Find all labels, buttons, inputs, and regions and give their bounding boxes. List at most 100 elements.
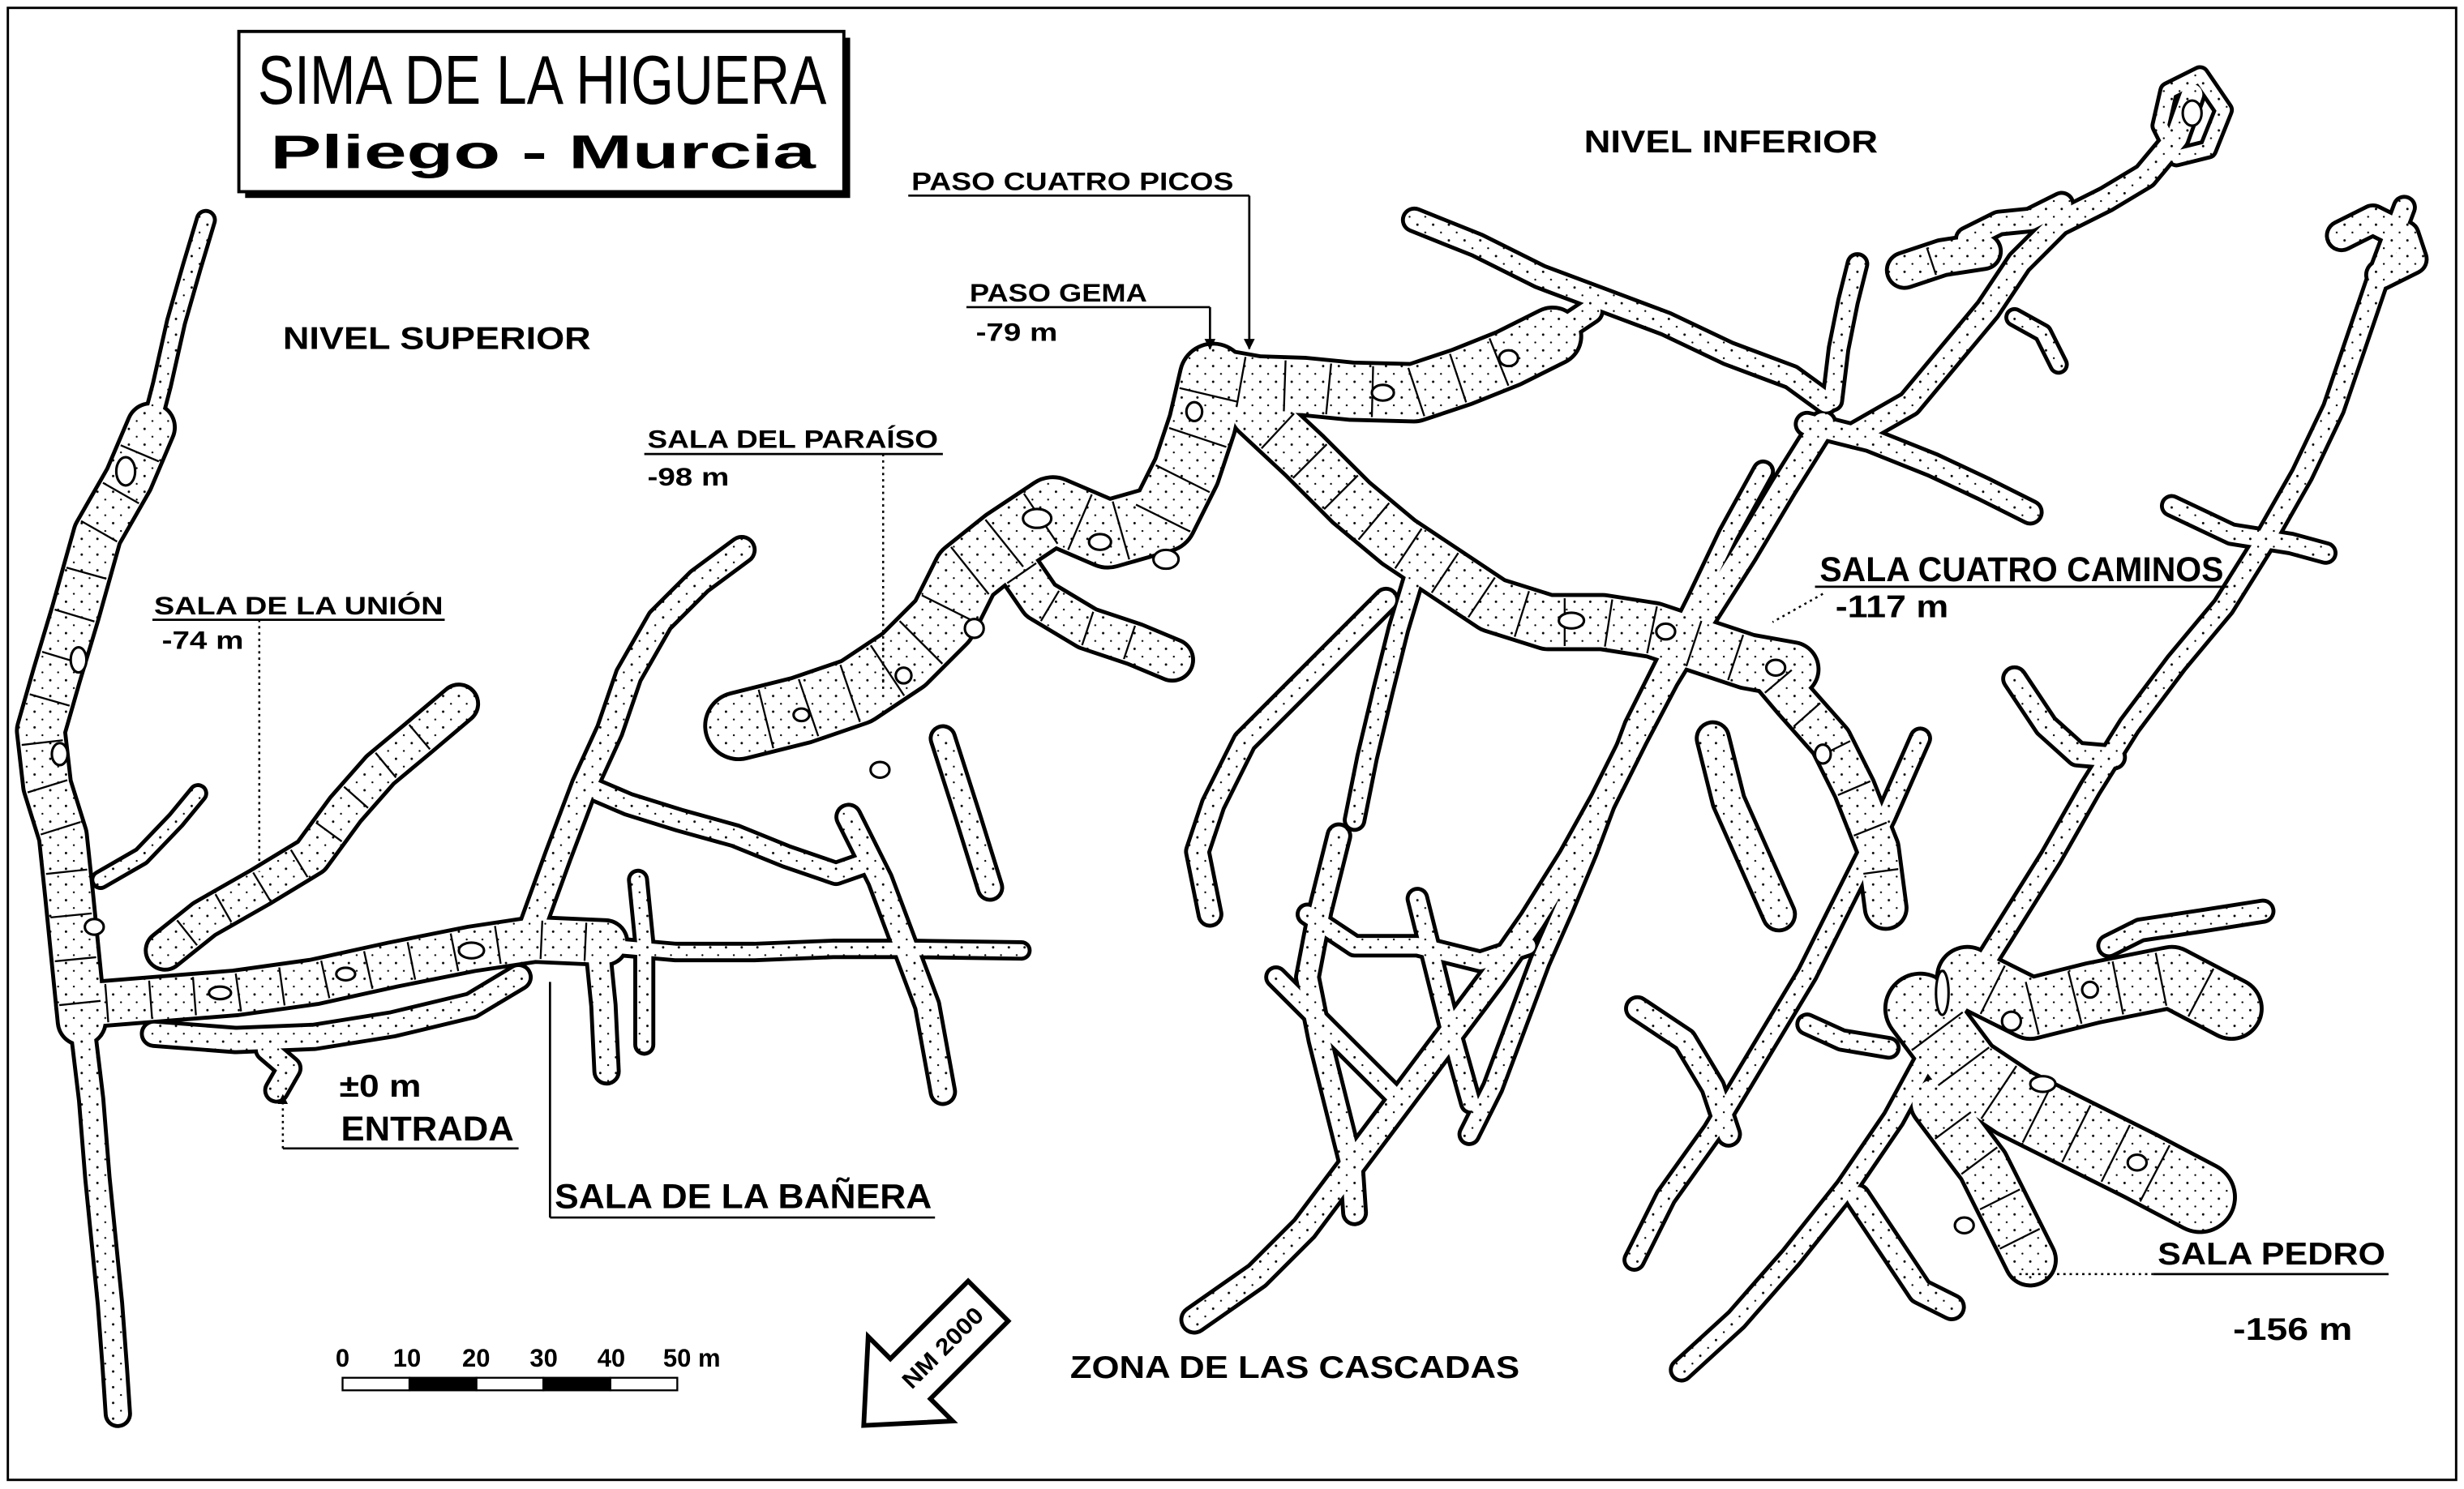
callout-paso-gema: PASO GEMA -79 m — [966, 279, 1216, 350]
boulder — [792, 707, 811, 723]
block-outline — [984, 519, 1024, 567]
callout-sala-pedro: SALA PEDRO -156 m — [2019, 1237, 2389, 1347]
passage-floor-union-spur — [94, 787, 204, 887]
boulder — [1935, 969, 1950, 1016]
callout-sala-banera: SALA DE LA BAÑERA — [548, 982, 936, 1219]
block-outline — [1357, 502, 1391, 541]
label-sala-union: SALA DE LA UNIÓN — [154, 591, 444, 620]
passage-floor-cascadas-cross — [1299, 906, 1536, 969]
label-sala-pedro: SALA PEDRO — [2158, 1237, 2385, 1272]
label-sala-banera: SALA DE LA BAÑERA — [555, 1177, 932, 1216]
passage-floor-cascadas-east — [1409, 890, 1479, 1111]
depth-entrada: ±0 m — [340, 1069, 422, 1104]
passage-floor-entrance-passage — [144, 966, 529, 1050]
passage-floor-paraiso-south — [838, 807, 953, 1102]
block-outline — [54, 956, 96, 963]
scale-label-20: 20 — [462, 1344, 490, 1372]
passage-floor-pedro-room-c — [1912, 1079, 2055, 1284]
block-outline — [1853, 821, 1888, 836]
block-outline — [1283, 360, 1287, 412]
passage-floor-west-shaft-mid — [19, 405, 174, 1043]
block-outline — [1407, 367, 1425, 417]
passage-floor-cuatro-caminos-south-2 — [1699, 724, 1793, 929]
passage-floor-banera-east — [576, 777, 881, 883]
block-outline — [583, 922, 588, 961]
title-box: SIMA DE LA HIGUERA Pliego - Murcia — [237, 29, 851, 199]
block-outline — [1980, 1065, 2017, 1119]
scale-segment — [475, 1376, 545, 1392]
boulder — [84, 918, 105, 936]
passage-floor-mid-branch-2 — [1799, 1016, 1897, 1056]
block-outline — [1325, 363, 1332, 415]
block-outline — [320, 960, 331, 999]
boulder — [457, 941, 486, 960]
block-outline — [1039, 590, 1061, 622]
block-outline — [80, 520, 118, 543]
depth-sala-paraiso: -98 m — [648, 463, 730, 491]
boulder — [1953, 1216, 1975, 1235]
callout-sala-union: SALA DE LA UNIÓN -74 m — [152, 591, 445, 872]
block-outline — [1323, 474, 1359, 510]
block-outline — [1067, 494, 1093, 550]
depth-sala-cuatro-caminos: -117 m — [1836, 590, 1949, 625]
cave-floor — [19, 69, 2425, 1424]
boulder — [2181, 99, 2203, 127]
scale-label-10: 10 — [393, 1344, 421, 1372]
label-nivel-inferior: NIVEL INFERIOR — [1584, 125, 1878, 160]
passage-floor-pedro-north — [2100, 902, 2272, 955]
block-outline — [2025, 982, 2040, 1035]
block-outline — [1979, 1188, 2020, 1211]
callout-sala-cuatro-caminos: SALA CUATRO CAMINOS -117 m — [1772, 550, 2229, 625]
scale-label-0: 0 — [336, 1344, 349, 1372]
block-outline — [191, 977, 197, 1016]
boulder — [894, 666, 913, 685]
passage-floor-northeast-branch — [1844, 83, 2203, 446]
boulder — [1498, 349, 1519, 368]
boulder — [1185, 400, 1204, 422]
scale-bar: 0 10 20 30 40 50 m — [336, 1344, 721, 1392]
north-arrow-icon — [861, 1277, 1012, 1428]
block-outline — [1155, 464, 1211, 494]
block-outline — [1646, 605, 1658, 654]
block-outline — [2021, 1085, 2052, 1143]
passage-floor-gema-spur — [1542, 301, 1601, 347]
passage-floor-pedro-room-b — [1939, 948, 2260, 1038]
block-outline — [54, 608, 95, 623]
block-outline — [449, 933, 460, 972]
block-outline — [176, 919, 198, 946]
depth-paso-gema: -79 m — [976, 319, 1058, 347]
block-outline — [148, 980, 153, 1019]
callout-paso-cuatro-picos: PASO CUATRO PICOS — [908, 168, 1255, 350]
passage-floor-inner-diagonal — [1461, 463, 1772, 1143]
block-outline — [798, 678, 820, 737]
block-outline — [2111, 961, 2124, 1015]
label-zona-cascadas: ZONA DE LAS CASCADAS — [1070, 1350, 1519, 1385]
passage-floor-top-spur — [2008, 310, 2065, 371]
block-outline — [1911, 1011, 1964, 1051]
block-outline — [408, 724, 431, 751]
scale-label-30: 30 — [529, 1344, 557, 1372]
label-paso-gema: PASO GEMA — [970, 279, 1147, 307]
passage-floor-pedro-south — [1847, 1187, 1962, 1318]
block-outline — [234, 973, 242, 1012]
block-outline — [1837, 780, 1871, 796]
boulder — [50, 742, 69, 767]
boulder — [1655, 622, 1677, 641]
block-outline — [1979, 965, 2006, 1015]
block-outline — [40, 821, 81, 836]
boulder — [1087, 533, 1112, 551]
block-outline — [21, 739, 63, 747]
passage-floor-arc-gallery — [1232, 386, 1817, 695]
block-outline — [1934, 1111, 1972, 1140]
callout-sala-paraiso: SALA DEL PARAÍSO -98 m — [644, 425, 943, 691]
block-outline — [494, 926, 502, 965]
block-outline — [839, 664, 861, 722]
boulder — [1022, 507, 1053, 529]
block-outline — [1863, 868, 1899, 875]
block-outline — [1394, 528, 1423, 569]
passage-floor-center-west — [1346, 558, 1425, 828]
block-outline — [1449, 353, 1468, 403]
block-outline — [2100, 1124, 2131, 1183]
block-outline — [214, 893, 233, 923]
